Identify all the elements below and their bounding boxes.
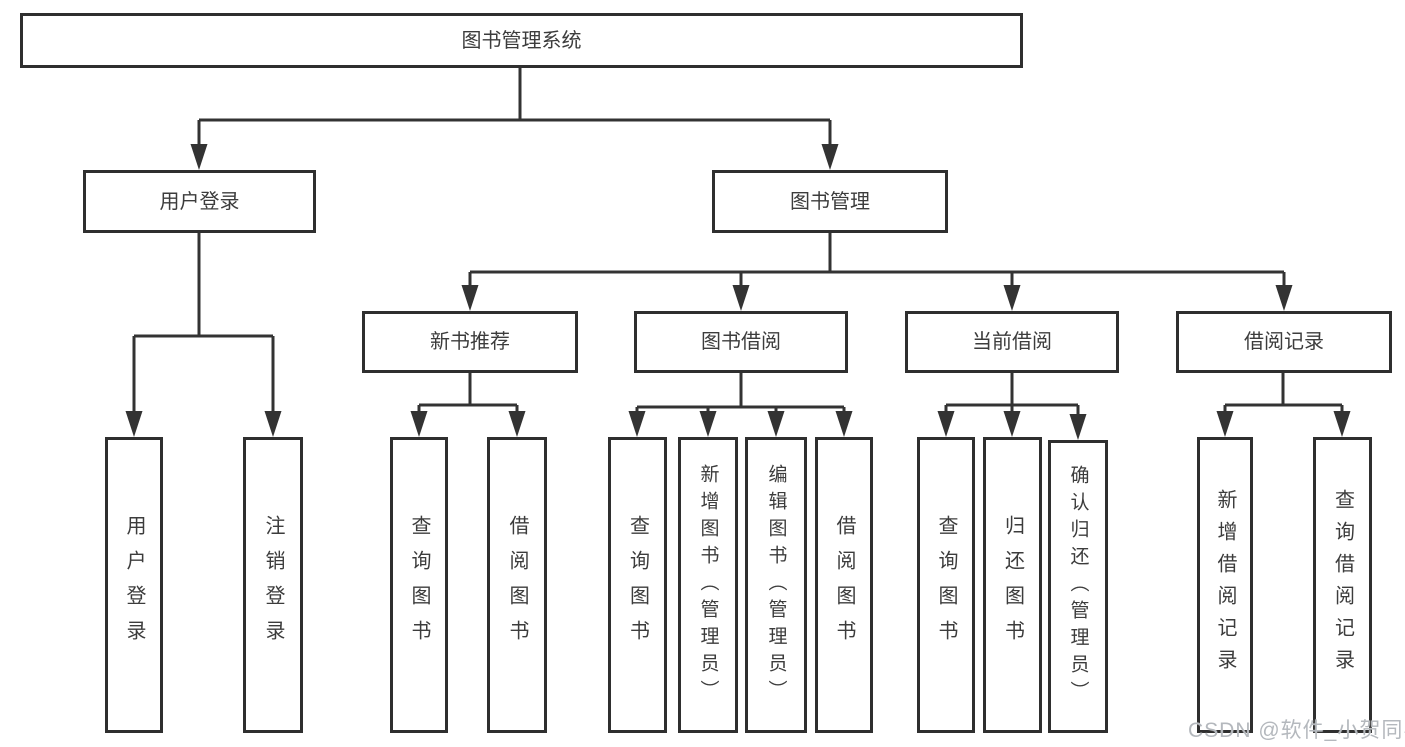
- node-leaf-user-login: 用户登录: [105, 437, 163, 733]
- node-user-login: 用户登录: [83, 170, 316, 233]
- node-leaf-confirm-return-admin: 确认归还（管理员）: [1048, 440, 1108, 733]
- node-leaf-query-books-borrowing: 查询图书: [608, 437, 667, 733]
- arrowhead-icon: [1069, 414, 1087, 440]
- node-leaf-query-books-recommend: 查询图书: [390, 437, 448, 733]
- node-leaf-add-books-admin: 新增图书（管理员）: [678, 437, 738, 733]
- node-leaf-return-books: 归还图书: [983, 437, 1042, 733]
- arrowhead-icon: [767, 411, 785, 437]
- connector-from-book-management: [461, 233, 1293, 311]
- node-label: 新增图书（管理员）: [697, 463, 719, 707]
- node-label: 当前借阅: [972, 331, 1052, 353]
- node-leaf-borrow-books-borrowing: 借阅图书: [815, 437, 873, 733]
- arrowhead-icon: [732, 285, 750, 311]
- node-leaf-logout: 注销登录: [243, 437, 303, 733]
- node-label: 新书推荐: [430, 331, 510, 353]
- arrowhead-icon: [190, 144, 208, 170]
- node-leaf-add-borrow-record: 新增借阅记录: [1197, 437, 1253, 733]
- arrowhead-icon: [937, 411, 955, 437]
- arrowhead-icon: [410, 411, 428, 437]
- arrowhead-icon: [821, 144, 839, 170]
- arrowhead-icon: [1216, 411, 1234, 437]
- node-leaf-query-borrow-record: 查询借阅记录: [1313, 437, 1372, 733]
- node-leaf-borrow-books-recommend: 借阅图书: [487, 437, 547, 733]
- node-root: 图书管理系统: [20, 13, 1023, 68]
- node-book-borrowing: 图书借阅: [634, 311, 848, 373]
- arrowhead-icon: [628, 411, 646, 437]
- connector-from-user-login: [125, 233, 282, 437]
- connector-from-book-borrowing: [628, 373, 853, 437]
- node-current-borrowing: 当前借阅: [905, 311, 1119, 373]
- node-label: 图书借阅: [701, 331, 781, 353]
- node-borrowing-records: 借阅记录: [1176, 311, 1392, 373]
- node-label: 查询图书: [626, 515, 649, 655]
- arrowhead-icon: [461, 285, 479, 311]
- connector-from-borrowing-records: [1216, 373, 1351, 437]
- arrowhead-icon: [1003, 285, 1021, 311]
- node-label: 查询图书: [935, 515, 957, 655]
- node-book-management: 图书管理: [712, 170, 948, 233]
- arrowhead-icon: [508, 411, 526, 437]
- node-label: 确认归还（管理员）: [1067, 465, 1089, 708]
- watermark-text: CSDN @软件_小贺同学: [1188, 719, 1405, 742]
- node-label: 借阅图书: [833, 515, 855, 655]
- node-label: 借阅记录: [1244, 331, 1324, 353]
- arrowhead-icon: [699, 411, 717, 437]
- arrowhead-icon: [835, 411, 853, 437]
- connector-from-root: [190, 68, 839, 170]
- node-label: 查询借阅记录: [1331, 489, 1354, 681]
- arrowhead-icon: [125, 411, 143, 437]
- node-label: 注销登录: [262, 515, 284, 655]
- node-leaf-edit-books-admin: 编辑图书（管理员）: [745, 437, 807, 733]
- node-leaf-query-books-current: 查询图书: [917, 437, 975, 733]
- node-label: 查询图书: [408, 515, 430, 655]
- node-label: 新增借阅记录: [1214, 489, 1236, 681]
- node-label: 用户登录: [159, 190, 240, 213]
- node-label: 图书管理系统: [461, 29, 582, 52]
- arrowhead-icon: [264, 411, 282, 437]
- node-label: 图书管理: [790, 190, 870, 213]
- connector-from-new-book-recommend: [410, 373, 526, 437]
- arrowhead-icon: [1003, 411, 1021, 437]
- connector-from-current-borrowing: [937, 373, 1087, 440]
- node-label: 借阅图书: [506, 515, 528, 655]
- arrowhead-icon: [1275, 285, 1293, 311]
- node-new-book-recommend: 新书推荐: [362, 311, 578, 373]
- node-label: 编辑图书（管理员）: [765, 463, 787, 707]
- node-label: 归还图书: [1001, 515, 1024, 655]
- arrowhead-icon: [1333, 411, 1351, 437]
- node-label: 用户登录: [123, 515, 145, 655]
